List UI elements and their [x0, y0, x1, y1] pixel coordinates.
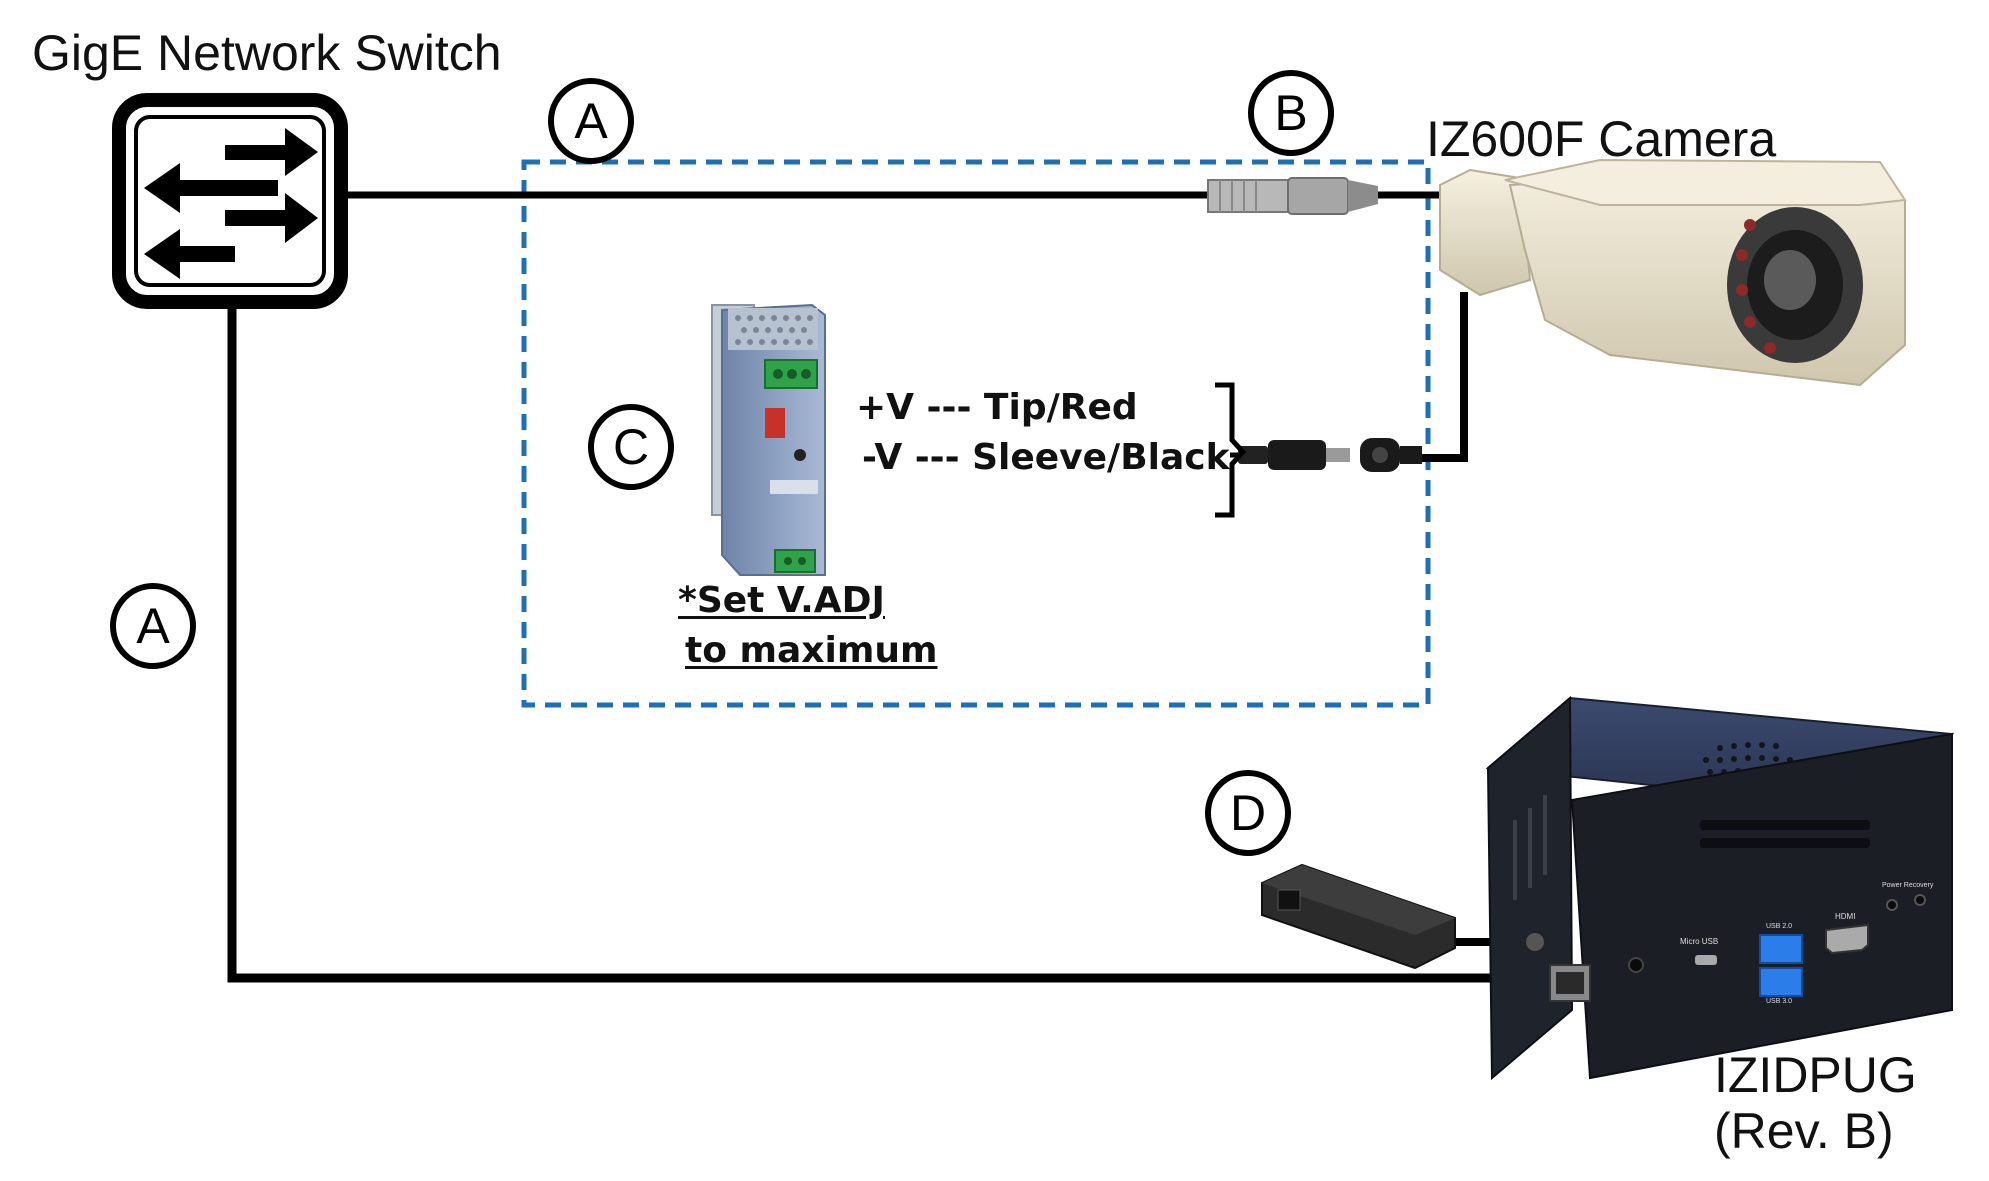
izidpug-device-image [1485, 695, 1955, 1081]
camera-label: IZ600F Camera [1426, 111, 1777, 167]
switch-label: GigE Network Switch [32, 25, 502, 81]
port-label-micro-usb: Micro USB [1680, 937, 1719, 946]
optional-components-box [521, 159, 1431, 708]
psu-note-line1: *Set V.ADJ [678, 580, 885, 621]
callout-c: C [588, 404, 674, 490]
ethernet-connector-image [1207, 177, 1378, 215]
callout-b: B [1248, 70, 1334, 156]
network-switch-icon [112, 93, 348, 309]
port-label-hdmi: HDMI [1835, 912, 1856, 921]
psu-note-line2: to maximum [685, 630, 938, 671]
callout-d: D [1205, 770, 1291, 856]
callout-a-left: A [110, 583, 196, 669]
cable-switch-to-device [227, 302, 1550, 983]
port-label-usb3: USB 3.0 [1766, 998, 1793, 1005]
port-label-usb2: USB 2.0 [1766, 923, 1793, 930]
callout-a-top: A [548, 78, 634, 164]
wiring-tip-label: +V --- Tip/Red [856, 387, 1138, 428]
device-label-line1: IZIDPUG [1714, 1047, 1917, 1103]
camera-power-lead [1422, 292, 1468, 462]
wiring-bracket [1215, 382, 1247, 518]
ac-adapter-image [1261, 863, 1456, 970]
port-label-power-recovery: Power Recovery [1882, 882, 1934, 889]
device-label-line2: (Rev. B) [1714, 1103, 1894, 1159]
camera-image [1439, 158, 1907, 387]
dc-barrel-connector-image [1230, 438, 1422, 472]
wiring-sleeve-label: -V --- Sleeve/Black [862, 437, 1230, 478]
din-rail-psu-image [711, 303, 826, 576]
